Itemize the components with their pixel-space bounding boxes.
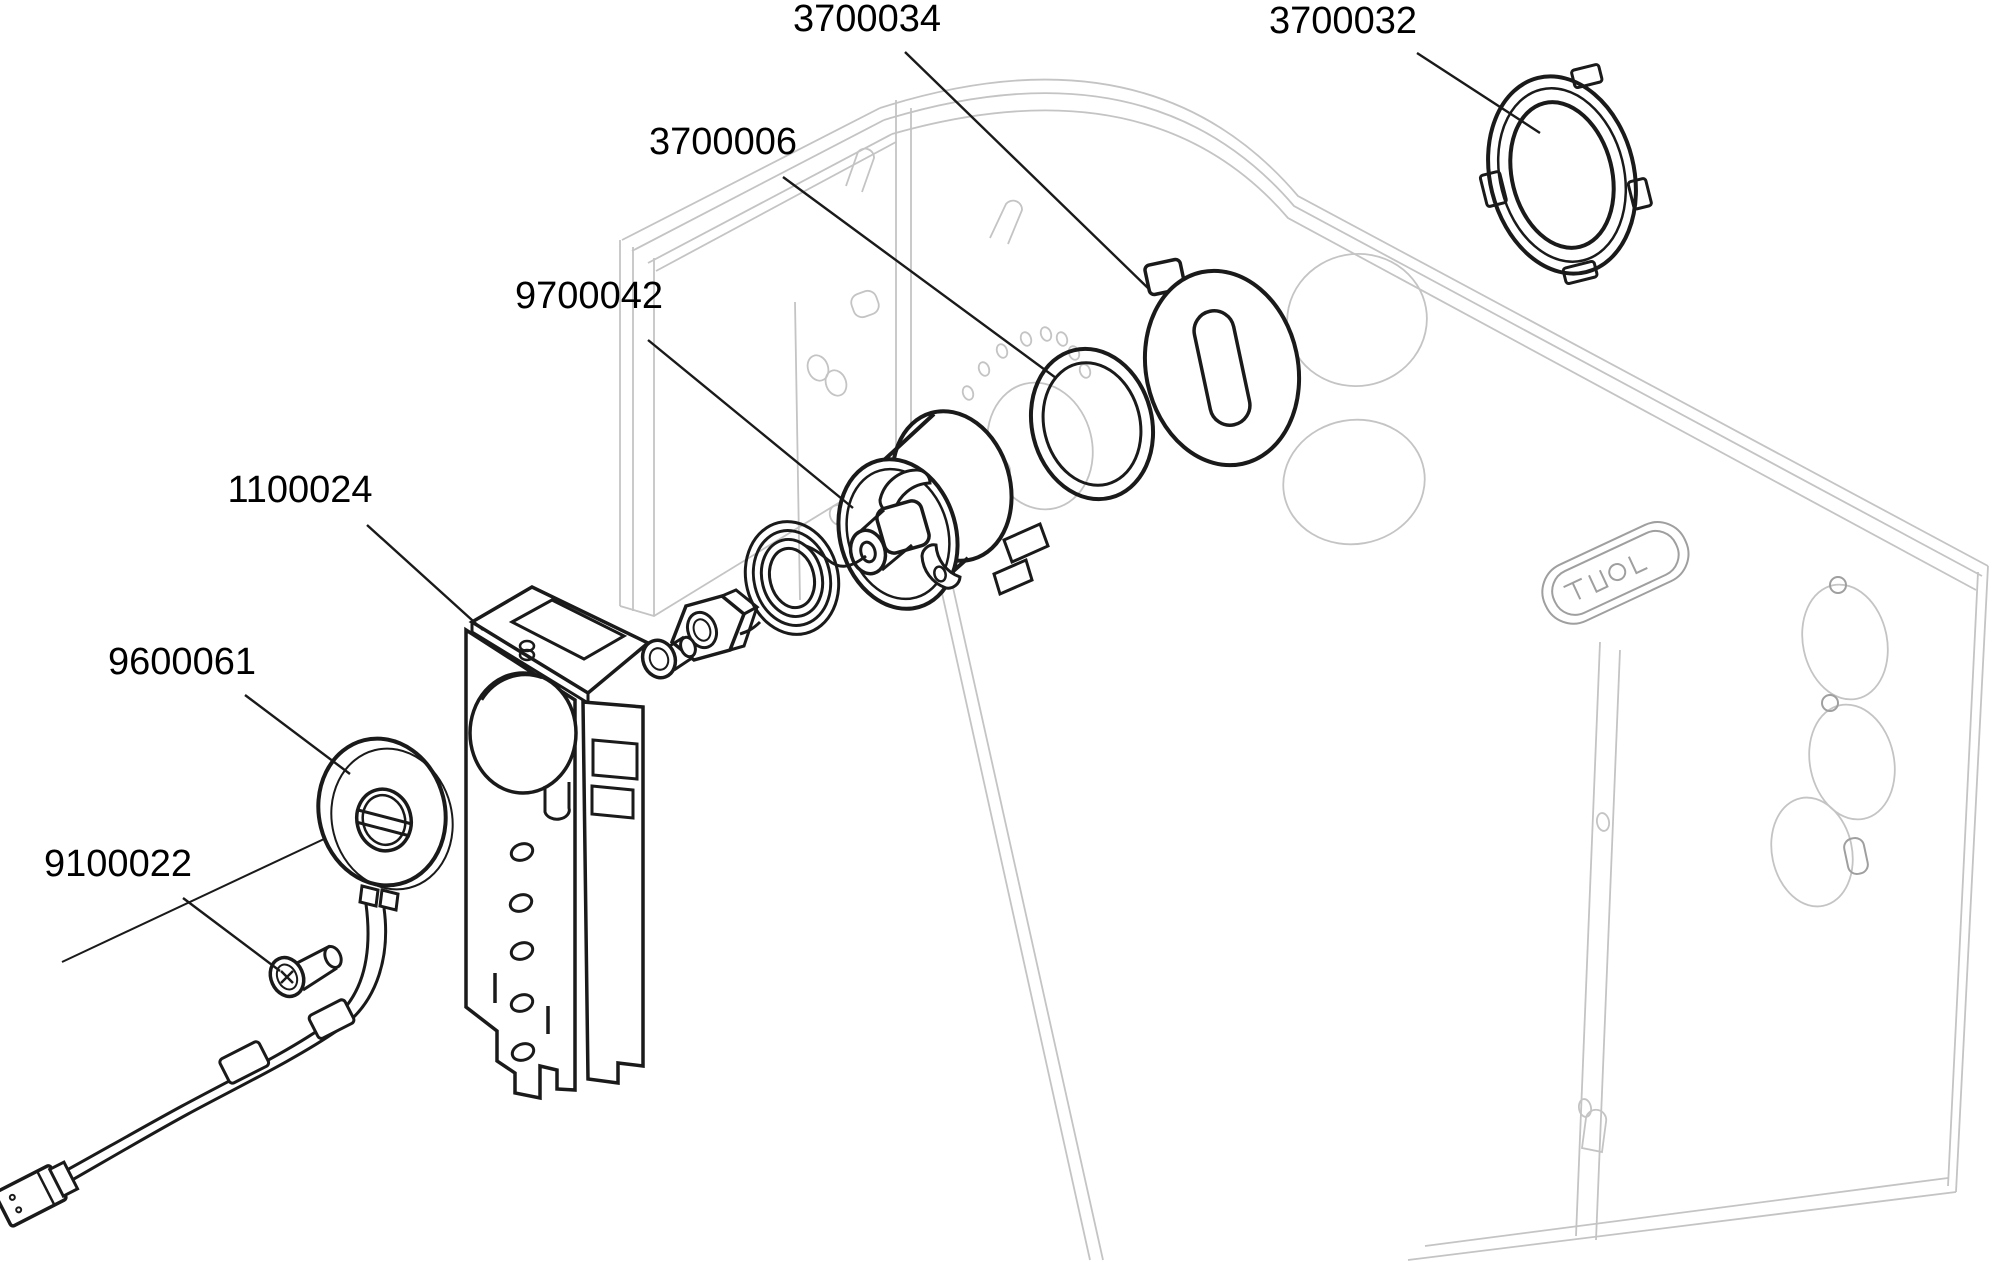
part-capillary-coil xyxy=(739,520,867,636)
cover-disc-slot xyxy=(1192,309,1252,427)
wing-panel xyxy=(619,100,913,617)
capillary-tube xyxy=(805,544,867,568)
part-label-3700032: 3700032 xyxy=(1269,0,1417,42)
panel-opening xyxy=(1808,703,1896,821)
sensor-lever-line xyxy=(61,823,357,963)
sensor-terminal xyxy=(358,884,380,908)
valve-small-hole xyxy=(933,565,947,583)
leader-3700034 xyxy=(904,51,1151,291)
panel-screw-hole xyxy=(1821,694,1839,712)
screw-tip xyxy=(323,944,343,970)
logo-plate xyxy=(1541,521,1690,625)
fitting-head xyxy=(640,638,678,680)
back-panel xyxy=(879,78,1989,1261)
bracket-round-cutout xyxy=(468,671,578,795)
sensor-hub-slot xyxy=(355,808,413,838)
wing-hole xyxy=(806,354,830,382)
ring-tab xyxy=(1570,63,1604,90)
leader-lines xyxy=(182,51,1541,972)
leader-9100022 xyxy=(182,897,281,972)
part-mounting-bracket xyxy=(464,585,652,1101)
wire-harness xyxy=(33,903,388,1198)
inner-bracket-strip xyxy=(1575,641,1621,1241)
part-locking-ring xyxy=(1478,63,1653,286)
part-label-9600061: 9600061 xyxy=(108,641,256,683)
wing-hole xyxy=(824,369,848,397)
leader-3700006 xyxy=(782,176,1057,379)
part-label-9700042: 9700042 xyxy=(515,275,663,317)
part-cover-disc xyxy=(1142,257,1302,468)
leader-9700042 xyxy=(647,339,854,509)
edge-hook xyxy=(989,199,1023,245)
dial-marking-holes xyxy=(961,326,1092,401)
sensor-terminal xyxy=(378,888,400,912)
leader-3700032 xyxy=(1416,51,1541,135)
part-union-fitting xyxy=(640,635,697,680)
bracket-rear-cutout xyxy=(590,784,635,820)
valve-terminal-tab xyxy=(1002,521,1050,565)
part-label-3700006: 3700006 xyxy=(649,121,797,163)
enclosure xyxy=(619,78,1989,1261)
valve-terminal-tab xyxy=(992,557,1034,597)
bracket-flange-cutout xyxy=(508,598,628,661)
leader-1100024 xyxy=(366,524,484,631)
part-label-1100024: 1100024 xyxy=(227,469,372,511)
bracket-pin xyxy=(518,639,536,662)
bracket-holes xyxy=(508,842,536,1062)
valve-shaft-end xyxy=(848,528,888,576)
phillips-cross xyxy=(280,970,294,984)
panel-opening xyxy=(1282,418,1426,546)
ring-tab xyxy=(1626,177,1653,211)
sensor-hub xyxy=(354,787,414,853)
bracket-rear-cutout xyxy=(591,738,639,781)
panel-opening xyxy=(1770,796,1854,908)
part-screw xyxy=(268,944,343,999)
panel-screw-hole xyxy=(1829,576,1847,594)
wire-sleeve xyxy=(307,998,356,1040)
wire-connector xyxy=(0,1160,80,1228)
wire-sleeve xyxy=(218,1040,271,1085)
panel-opening xyxy=(1801,583,1889,701)
leader-9600061 xyxy=(244,694,351,775)
wing-slot xyxy=(850,289,880,319)
edge-hook xyxy=(845,147,875,193)
part-bezel-ring xyxy=(1028,346,1156,502)
part-label-9100022: 9100022 xyxy=(44,843,192,885)
part-sensor-disc xyxy=(0,736,454,1228)
part-thermostat-valve xyxy=(836,409,1050,611)
part-label-3700034: 3700034 xyxy=(793,0,941,40)
panel-keyhole-slot xyxy=(1843,836,1869,876)
part-labels: 3700034 3700032 3700006 9700042 1100024 … xyxy=(44,0,1417,885)
